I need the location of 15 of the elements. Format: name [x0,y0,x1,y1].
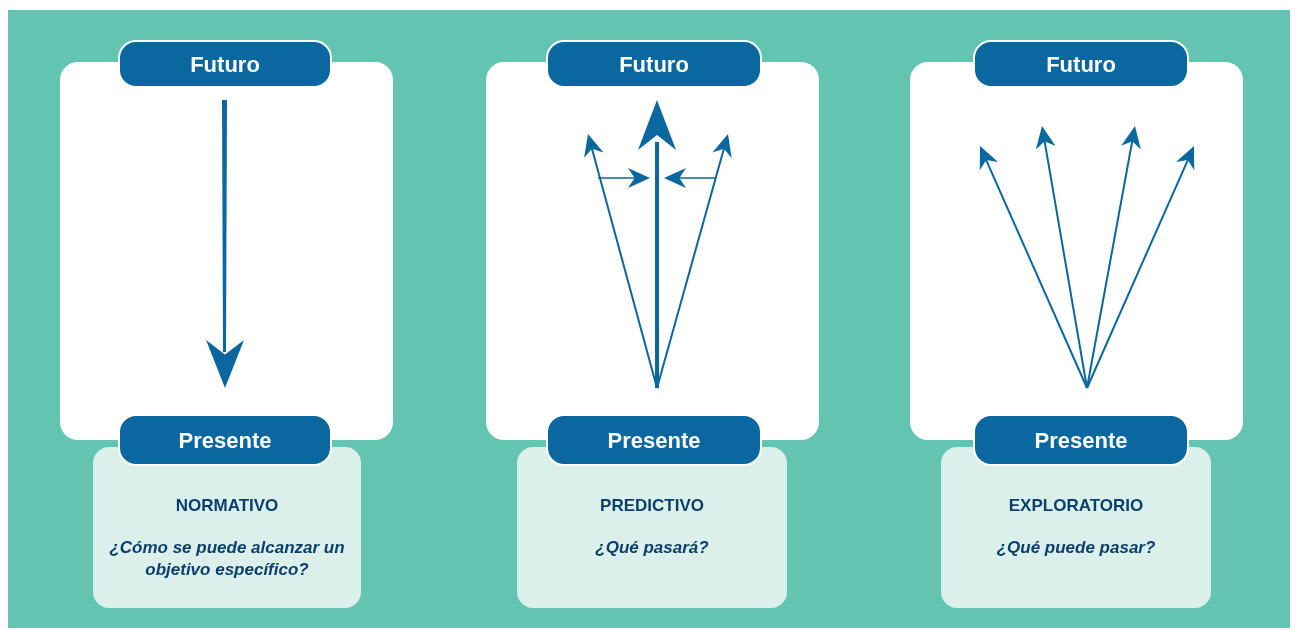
time-label-pill: Futuro [118,40,332,88]
scenario-title: PREDICTIVO [600,495,704,517]
description-card [941,447,1211,608]
scenario-question: ¿Cómo se puede alcanzar un objetivo específico? [109,536,345,581]
time-label-pill: Presente [973,414,1189,466]
scenario-title: NORMATIVO [175,495,279,517]
description-card [517,447,787,608]
scenario-question: ¿Qué puede pasar? [996,536,1156,559]
description-card [93,447,361,608]
time-label-pill: Futuro [973,40,1189,88]
time-label-pill: Futuro [546,40,762,88]
time-label-pill: Presente [118,414,332,466]
time-label-pill: Presente [546,414,762,466]
scenario-title: EXPLORATORIO [1008,495,1144,517]
scenario-question: ¿Qué pasará? [595,536,709,559]
